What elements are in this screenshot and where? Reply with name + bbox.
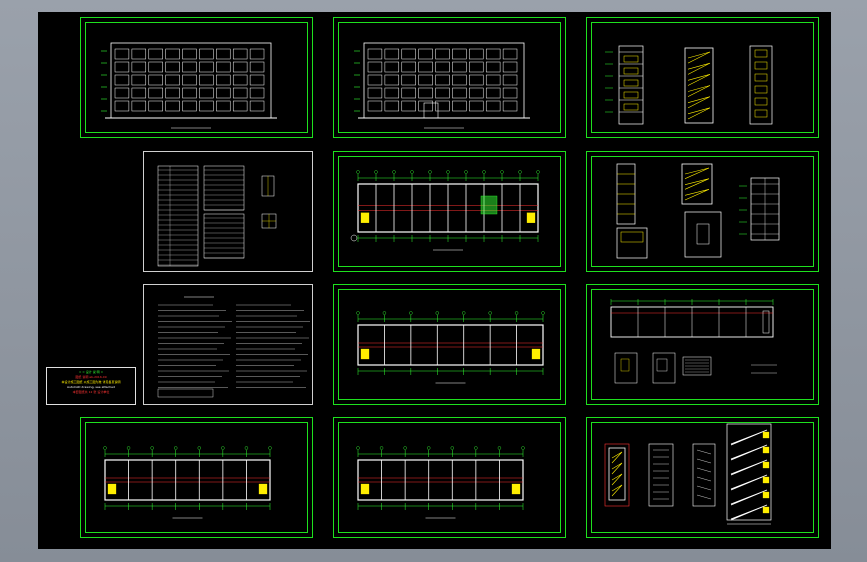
sheet-roof-plan[interactable]	[586, 284, 819, 405]
sheet-front-elevation[interactable]	[80, 17, 313, 138]
sheet-inner-border	[338, 422, 561, 533]
sheet-inner-border	[591, 22, 814, 133]
schedule-drawing	[157, 165, 277, 267]
title-block-note: = = 设计 说 明 = 图纸 说明 ab-2016-09 本设计施工图纸 以施…	[46, 367, 136, 405]
side-elevations-drawing	[605, 45, 773, 125]
sheet-inner-border	[338, 156, 561, 267]
stair-details-drawing	[616, 163, 780, 259]
sheet-rear-elevation[interactable]	[333, 17, 566, 138]
sheet-stair-sections[interactable]	[586, 417, 819, 538]
roof-plan-drawing	[610, 299, 777, 384]
front-elevation-drawing	[101, 42, 277, 129]
sheet-inner-border	[85, 422, 308, 533]
sheet-second-floor-plan[interactable]	[333, 417, 566, 538]
title-block-line: = = 设计 说 明 =	[78, 370, 104, 374]
sheet-inner-border	[591, 156, 814, 267]
rear-elevation-drawing	[354, 42, 530, 129]
title-block-line: 本套图纸共 12 张 设计单位	[72, 390, 110, 394]
sheet-side-elevations[interactable]	[586, 17, 819, 138]
title-block-line: 图纸 说明 ab-2016-09	[75, 375, 107, 379]
sheet-ground-floor-plan[interactable]	[333, 151, 566, 272]
standard-floor-plan-drawing	[356, 311, 545, 384]
stair-sections-drawing	[604, 423, 772, 525]
ground-floor-plan-drawing	[350, 170, 540, 251]
sheet-inner-border	[338, 22, 561, 133]
second-floor-plan-drawing	[356, 446, 525, 519]
title-block-line: AutoCAD drawing, see attached	[67, 385, 115, 389]
sheet-top-floor-plan[interactable]	[80, 417, 313, 538]
sheet-inner-border	[85, 22, 308, 133]
sheet-inner-border	[591, 289, 814, 400]
sheet-stair-details[interactable]	[586, 151, 819, 272]
sheet-standard-floor-plan[interactable]	[333, 284, 566, 405]
sheet-design-notes[interactable]	[143, 284, 313, 405]
top-floor-plan-drawing	[103, 446, 272, 519]
title-block-line: 本设计施工图纸 以施工图为准 详见各页说明	[61, 380, 121, 384]
sheet-inner-border	[338, 289, 561, 400]
sheet-inner-border	[591, 422, 814, 533]
design-notes-drawing	[157, 296, 310, 398]
sheet-door-window-schedule[interactable]	[143, 151, 313, 272]
